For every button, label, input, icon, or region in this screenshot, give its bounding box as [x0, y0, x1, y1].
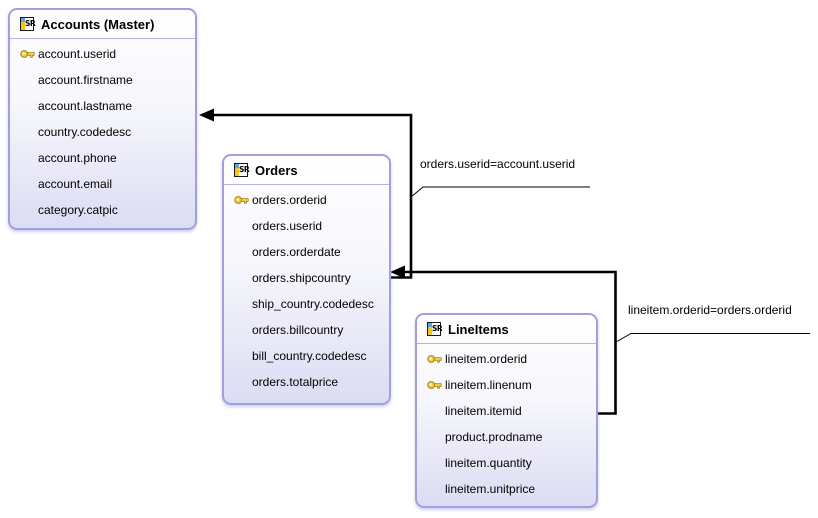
- relation-label-callout-b: [615, 333, 810, 343]
- arrowhead-into-orders: [390, 265, 405, 279]
- table-icon: SR: [20, 17, 36, 31]
- arrowhead-into-accounts: [199, 108, 214, 122]
- column-row: ship_country.codedesc: [224, 291, 389, 317]
- table-header-orders[interactable]: SR Orders: [224, 156, 389, 185]
- table-title: Accounts (Master): [41, 16, 155, 32]
- column-row: account.email: [10, 171, 195, 197]
- column-name: orders.shipcountry: [252, 271, 351, 285]
- column-row: account.firstname: [10, 67, 195, 93]
- column-row: orders.orderdate: [224, 239, 389, 265]
- column-row: product.prodname: [417, 424, 596, 450]
- column-name: lineitem.orderid: [445, 352, 528, 366]
- column-row: lineitem.quantity: [417, 450, 596, 476]
- table-title: LineItems: [448, 321, 509, 337]
- column-name: lineitem.itemid: [445, 404, 522, 418]
- column-name: category.catpic: [38, 203, 118, 217]
- column-name: orders.orderdate: [252, 245, 341, 259]
- column-list: lineitem.orderid lineitem.linenum lineit…: [417, 344, 596, 502]
- column-row: lineitem.itemid: [417, 398, 596, 424]
- primary-key-icon: [427, 354, 445, 364]
- column-name: account.firstname: [38, 73, 133, 87]
- primary-key-icon: [20, 49, 38, 59]
- column-row: orders.userid: [224, 213, 389, 239]
- column-name: orders.billcountry: [252, 323, 344, 337]
- table-title: Orders: [255, 162, 298, 178]
- column-row: orders.orderid: [224, 187, 389, 213]
- column-row: orders.shipcountry: [224, 265, 389, 291]
- column-name: account.email: [38, 177, 113, 191]
- column-row: orders.billcountry: [224, 317, 389, 343]
- column-list: orders.orderid orders.userid orders.orde…: [224, 185, 389, 395]
- column-name: orders.totalprice: [252, 375, 339, 389]
- column-row: category.catpic: [10, 197, 195, 223]
- column-row: account.lastname: [10, 93, 195, 119]
- column-row: orders.totalprice: [224, 369, 389, 395]
- column-name: orders.orderid: [252, 193, 327, 207]
- table-icon: SR: [427, 322, 443, 336]
- primary-key-icon: [427, 380, 445, 390]
- column-name: ship_country.codedesc: [252, 297, 374, 311]
- column-name: lineitem.quantity: [445, 456, 532, 470]
- column-name: country.codedesc: [38, 125, 132, 139]
- column-name: lineitem.unitprice: [445, 482, 536, 496]
- relation-label-orders-accounts: orders.userid=account.userid: [420, 157, 576, 171]
- column-list: account.userid account.firstname account…: [10, 39, 195, 223]
- column-name: account.phone: [38, 151, 117, 165]
- column-name: account.userid: [38, 47, 117, 61]
- relation-label-callout-a: [410, 186, 590, 198]
- column-name: account.lastname: [38, 99, 133, 113]
- table-orders[interactable]: SR Orders orders.orderid orders.userid o…: [222, 154, 391, 405]
- column-row: lineitem.linenum: [417, 372, 596, 398]
- table-header-lineitems[interactable]: SR LineItems: [417, 315, 596, 344]
- table-header-accounts[interactable]: SR Accounts (Master): [10, 10, 195, 39]
- primary-key-icon: [234, 195, 252, 205]
- column-name: bill_country.codedesc: [252, 349, 367, 363]
- column-name: product.prodname: [445, 430, 543, 444]
- relation-label-lineitems-orders: lineitem.orderid=orders.orderid: [628, 303, 792, 317]
- column-row: account.phone: [10, 145, 195, 171]
- column-name: lineitem.linenum: [445, 378, 532, 392]
- column-row: account.userid: [10, 41, 195, 67]
- column-name: orders.userid: [252, 219, 323, 233]
- table-icon: SR: [234, 163, 250, 177]
- column-row: lineitem.unitprice: [417, 476, 596, 502]
- column-row: country.codedesc: [10, 119, 195, 145]
- table-accounts[interactable]: SR Accounts (Master) account.userid acco…: [8, 8, 197, 230]
- column-row: bill_country.codedesc: [224, 343, 389, 369]
- table-lineitems[interactable]: SR LineItems lineitem.orderid lineitem.l…: [415, 313, 598, 508]
- column-row: lineitem.orderid: [417, 346, 596, 372]
